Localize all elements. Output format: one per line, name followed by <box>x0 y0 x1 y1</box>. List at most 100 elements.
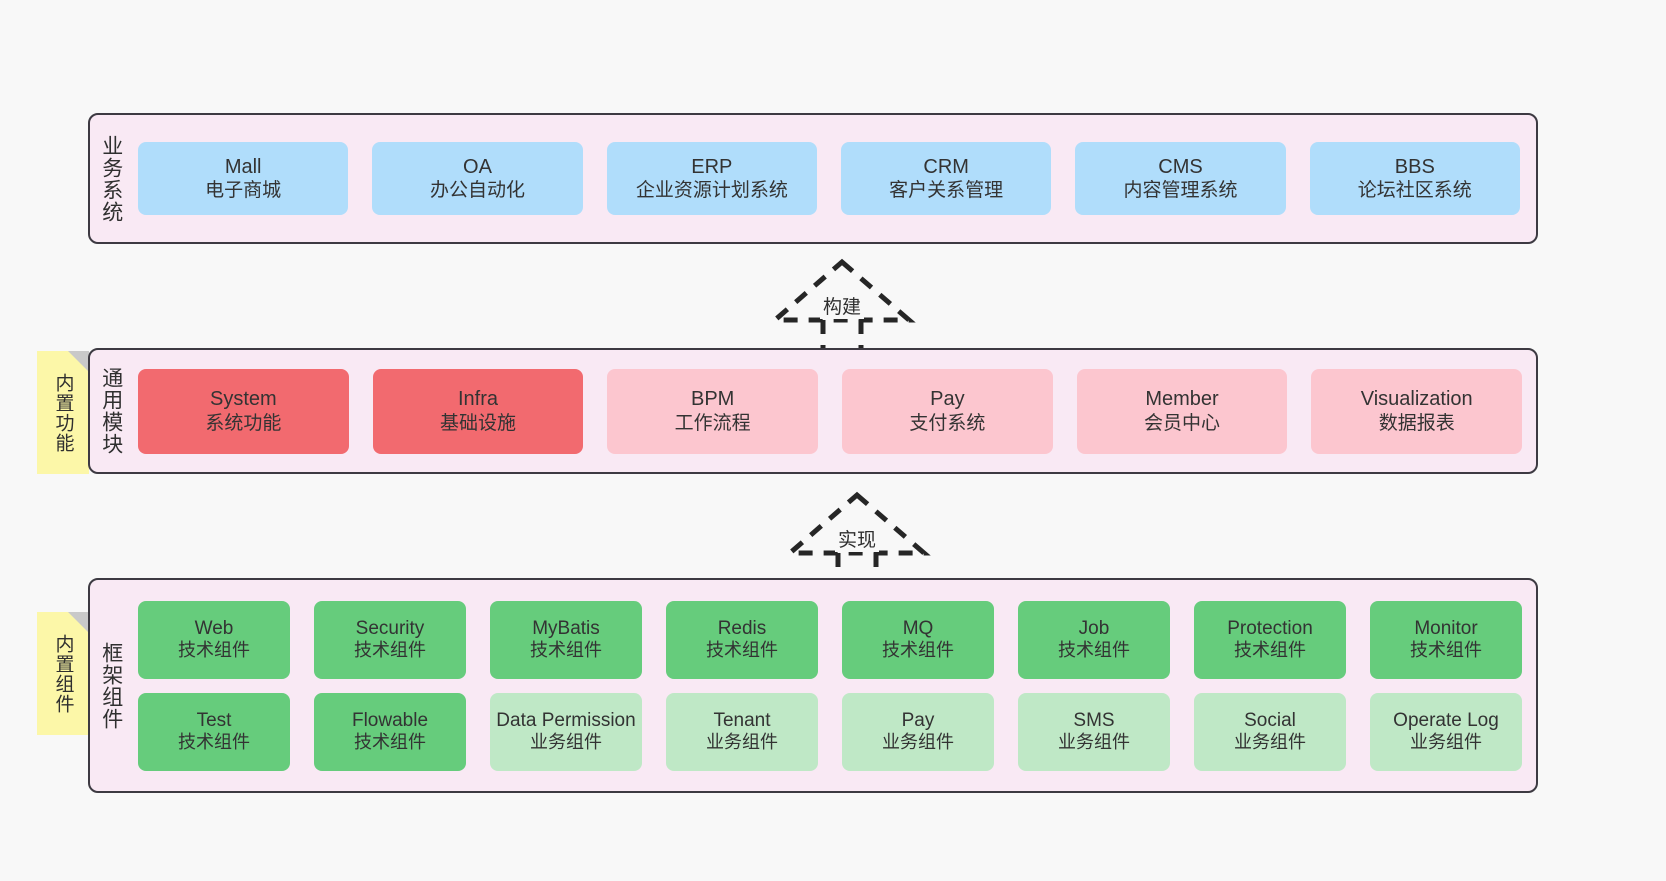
card-title: MQ <box>902 617 934 639</box>
card-job[interactable]: Job 技术组件 <box>1018 600 1170 679</box>
tier-row: Web 技术组件 Security 技术组件 MyBatis 技术组件 Redi… <box>138 600 1522 679</box>
card-visualization[interactable]: Visualization 数据报表 <box>1311 368 1523 454</box>
arrowhead-triangle <box>768 258 916 323</box>
card-mall[interactable]: Mall 电子商城 <box>138 142 349 215</box>
sticky-fold-icon <box>68 351 89 372</box>
tier-common-modules: 通用模块 System 系统功能 Infra 基础设施 BPM 工作流程 Pay… <box>88 348 1538 474</box>
connector-realize: 实现 <box>772 489 942 589</box>
card-title: Security <box>355 617 425 639</box>
card-title: Web <box>194 617 234 639</box>
card-title: Job <box>1078 617 1110 639</box>
card-subtitle: 技术组件 <box>1058 640 1130 661</box>
card-title: Infra <box>457 388 499 411</box>
card-title: OA <box>463 155 492 178</box>
connector-build: 构建 <box>757 256 927 356</box>
card-subtitle: 技术组件 <box>178 732 250 753</box>
card-title: System <box>209 388 277 411</box>
card-flowable[interactable]: Flowable 技术组件 <box>314 692 466 771</box>
card-oa[interactable]: OA 办公自动化 <box>372 142 583 215</box>
card-social[interactable]: Social 业务组件 <box>1194 692 1346 771</box>
card-title: CRM <box>923 155 969 178</box>
card-pay-component[interactable]: Pay 业务组件 <box>842 692 994 771</box>
sticky-note-label: 内置组件 <box>52 633 74 714</box>
card-subtitle: 技术组件 <box>706 640 778 661</box>
card-system[interactable]: System 系统功能 <box>138 368 349 454</box>
card-bbs[interactable]: BBS 论坛社区系统 <box>1309 142 1520 215</box>
card-title: Visualization <box>1360 388 1473 411</box>
tier-label-common: 通用模块 <box>99 367 123 455</box>
card-bpm[interactable]: BPM 工作流程 <box>607 368 819 454</box>
card-title: Pay <box>901 709 935 731</box>
card-protection[interactable]: Protection 技术组件 <box>1194 600 1346 679</box>
card-subtitle: 办公自动化 <box>429 180 525 202</box>
card-pay-module[interactable]: Pay 支付系统 <box>842 368 1053 454</box>
card-title: Mall <box>224 155 262 178</box>
card-member[interactable]: Member 会员中心 <box>1076 368 1288 454</box>
card-subtitle: 系统功能 <box>205 412 282 434</box>
card-subtitle: 技术组件 <box>530 640 602 661</box>
card-subtitle: 技术组件 <box>178 640 250 661</box>
card-title: MyBatis <box>532 617 600 639</box>
card-test[interactable]: Test 技术组件 <box>138 692 290 771</box>
card-title: ERP <box>691 155 733 178</box>
card-title: CMS <box>1158 155 1203 178</box>
card-operate-log[interactable]: Operate Log 业务组件 <box>1370 692 1522 771</box>
card-mybatis[interactable]: MyBatis 技术组件 <box>490 600 642 679</box>
card-subtitle: 业务组件 <box>1058 732 1130 753</box>
connector-realize-label: 实现 <box>834 525 880 552</box>
card-crm[interactable]: CRM 客户关系管理 <box>840 142 1052 215</box>
card-subtitle: 论坛社区系统 <box>1357 180 1472 202</box>
tier-row: Test 技术组件 Flowable 技术组件 Data Permission … <box>138 692 1522 771</box>
card-subtitle: 企业资源计划系统 <box>635 180 788 202</box>
card-subtitle: 业务组件 <box>530 732 602 753</box>
card-data-permission[interactable]: Data Permission 业务组件 <box>490 692 642 771</box>
card-title: SMS <box>1073 709 1115 731</box>
card-cms[interactable]: CMS 内容管理系统 <box>1075 142 1286 215</box>
card-subtitle: 业务组件 <box>706 732 778 753</box>
tier-body-business: Mall 电子商城 OA 办公自动化 ERP 企业资源计划系统 CRM 客户关系… <box>132 115 1536 242</box>
card-title: Member <box>1145 388 1219 411</box>
tier-row: Mall 电子商城 OA 办公自动化 ERP 企业资源计划系统 CRM 客户关系… <box>138 142 1520 215</box>
tier-framework-components: 框架组件 Web 技术组件 Security 技术组件 MyBatis 技术组件… <box>88 578 1538 793</box>
card-sms[interactable]: SMS 业务组件 <box>1018 692 1170 771</box>
card-subtitle: 技术组件 <box>1234 640 1306 661</box>
card-infra[interactable]: Infra 基础设施 <box>372 368 584 454</box>
card-title: Social <box>1244 709 1296 731</box>
card-subtitle: 基础设施 <box>440 412 517 434</box>
card-subtitle: 业务组件 <box>882 732 954 753</box>
card-subtitle: 电子商城 <box>205 180 282 202</box>
tier-business-systems: 业务系统 Mall 电子商城 OA 办公自动化 ERP 企业资源计划系统 CRM… <box>88 113 1538 244</box>
sticky-note-builtin-features: 内置功能 <box>37 351 89 474</box>
card-title: Pay <box>930 388 965 411</box>
card-title: BBS <box>1394 155 1435 178</box>
tier-body-framework: Web 技术组件 Security 技术组件 MyBatis 技术组件 Redi… <box>132 580 1536 791</box>
card-subtitle: 工作流程 <box>674 412 751 434</box>
card-title: Test <box>196 709 232 731</box>
tier-label-business: 业务系统 <box>99 134 123 223</box>
card-subtitle: 会员中心 <box>1144 412 1221 434</box>
connector-build-label: 构建 <box>819 292 865 319</box>
card-title: Operate Log <box>1393 709 1499 731</box>
tier-row: System 系统功能 Infra 基础设施 BPM 工作流程 Pay 支付系统… <box>138 368 1523 454</box>
card-title: Flowable <box>351 709 429 731</box>
card-subtitle: 支付系统 <box>909 412 986 434</box>
card-monitor[interactable]: Monitor 技术组件 <box>1370 600 1522 679</box>
card-title: Tenant <box>713 709 771 731</box>
card-redis[interactable]: Redis 技术组件 <box>666 600 818 679</box>
card-subtitle: 技术组件 <box>882 640 954 661</box>
card-erp[interactable]: ERP 企业资源计划系统 <box>606 142 817 215</box>
card-title: BPM <box>691 388 735 411</box>
card-mq[interactable]: MQ 技术组件 <box>842 600 994 679</box>
card-web[interactable]: Web 技术组件 <box>138 600 290 679</box>
card-title: Protection <box>1227 617 1313 639</box>
card-title: Data Permission <box>496 709 636 731</box>
card-security[interactable]: Security 技术组件 <box>314 600 466 679</box>
card-subtitle: 技术组件 <box>354 732 426 753</box>
sticky-fold-icon <box>68 612 89 633</box>
arrowhead-triangle <box>783 491 931 556</box>
card-title: Redis <box>717 617 767 639</box>
tier-label-framework: 框架组件 <box>99 641 123 730</box>
card-subtitle: 内容管理系统 <box>1123 180 1238 202</box>
card-tenant[interactable]: Tenant 业务组件 <box>666 692 818 771</box>
